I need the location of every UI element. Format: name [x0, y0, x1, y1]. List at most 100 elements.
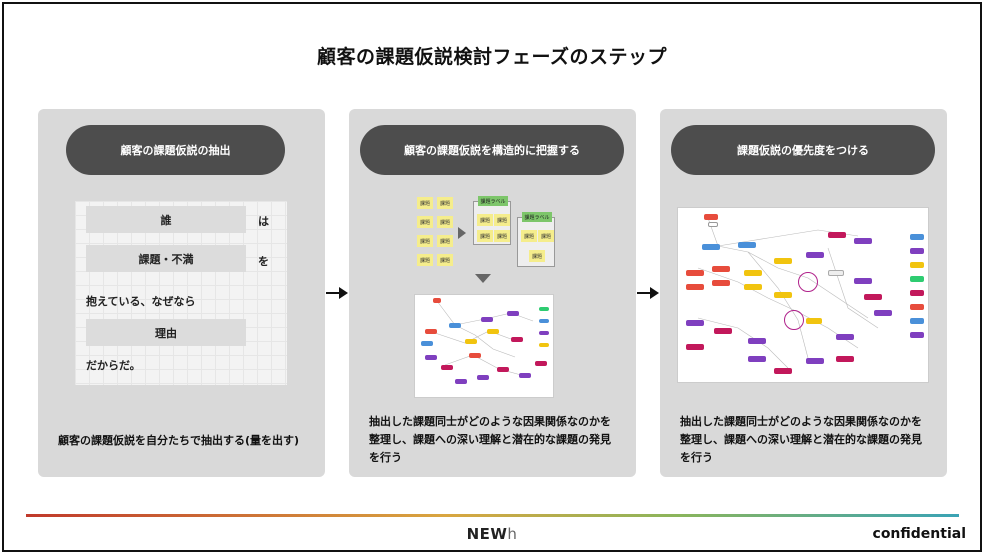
map-node — [704, 214, 718, 220]
map-node — [748, 338, 766, 344]
map-node — [507, 311, 519, 316]
sticky-note: 課題 — [417, 216, 433, 228]
template-particle-wo: を — [258, 255, 269, 268]
map-node — [708, 222, 718, 227]
map-node — [481, 317, 493, 322]
sticky-note: 課題 — [529, 250, 545, 262]
step-description-structure: 抽出した課題同士がどのような因果関係なのかを整理し、課題への深い理解と潜在的な課… — [369, 415, 611, 464]
legend-node — [910, 332, 924, 338]
step-heading-prioritize: 課題仮説の優先度をつける — [671, 125, 935, 175]
brand-logo-light: h — [507, 525, 518, 543]
legend-node — [910, 262, 924, 268]
legend-node — [910, 234, 924, 240]
priority-map-preview — [677, 207, 929, 383]
sticky-note: 課題 — [437, 216, 453, 228]
sticky-note: 課題 — [538, 230, 554, 242]
map-node — [774, 292, 792, 298]
map-node — [836, 334, 854, 340]
map-node — [686, 270, 704, 276]
priority-highlight-ring — [798, 272, 818, 292]
map-node — [539, 307, 549, 311]
map-node — [465, 339, 477, 344]
template-slot-reason: 理由 — [86, 319, 246, 346]
legend-node — [910, 248, 924, 254]
map-node — [441, 365, 453, 370]
map-node — [497, 367, 509, 372]
map-node — [539, 343, 549, 347]
step-description-prioritize: 抽出した課題同士がどのような因果関係なのかを整理し、課題への深い理解と潜在的な課… — [680, 415, 922, 464]
group-label: 課題ラベル — [478, 196, 508, 206]
map-node — [519, 373, 531, 378]
priority-map-links — [697, 217, 879, 369]
legend-node — [910, 290, 924, 296]
map-node — [828, 232, 846, 238]
map-node — [455, 379, 467, 384]
map-node — [686, 320, 704, 326]
template-slot-problem: 課題・不満 — [86, 245, 246, 272]
legend-node — [910, 318, 924, 324]
map-node — [535, 361, 547, 366]
sticky-note: 課題 — [417, 235, 433, 247]
map-node — [744, 270, 762, 276]
map-node — [539, 331, 549, 335]
step-panel-structure: 顧客の課題仮説を構造的に把握する 課題 課題 課題 課題 課題 課題 課題 課題… — [349, 109, 636, 477]
sticky-note: 課題 — [417, 254, 433, 266]
map-node — [686, 284, 704, 290]
map-node — [806, 252, 824, 258]
step-description-extract: 顧客の課題仮説を自分たちで抽出する(量を出す) — [58, 434, 300, 447]
map-node — [539, 319, 549, 323]
map-node — [806, 318, 822, 324]
map-node — [686, 344, 704, 350]
sticky-note: 課題 — [477, 230, 493, 242]
step-heading-structure: 顧客の課題仮説を構造的に把握する — [360, 125, 624, 175]
brand-logo: NEWh — [0, 525, 984, 543]
map-node — [854, 278, 872, 284]
slide-title: 顧客の課題仮説検討フェーズのステップ — [316, 46, 668, 68]
map-node — [487, 329, 499, 334]
step-panel-extract: 顧客の課題仮説の抽出 誰 は 課題・不満 を 抱えている、なぜなら 理由 だから… — [38, 109, 325, 477]
map-node — [511, 337, 523, 342]
map-node — [774, 258, 792, 264]
template-particle-ha: は — [258, 215, 269, 228]
sticky-note: 課題 — [437, 197, 453, 209]
play-down-icon — [475, 274, 491, 283]
map-node — [806, 358, 824, 364]
map-node — [874, 310, 892, 316]
map-node — [449, 323, 461, 328]
map-node — [712, 280, 730, 286]
hypothesis-template-card: 誰 は 課題・不満 を 抱えている、なぜなら 理由 だからだ。 — [75, 201, 287, 385]
legend-node — [910, 304, 924, 310]
causal-map-links — [434, 300, 534, 376]
map-node — [774, 368, 792, 374]
map-node — [433, 298, 441, 303]
step-heading-extract: 顧客の課題仮説の抽出 — [66, 125, 285, 175]
template-line-ending: だからだ。 — [86, 359, 141, 372]
map-node — [425, 355, 437, 360]
map-node — [421, 341, 433, 346]
map-node — [714, 328, 732, 334]
map-node — [712, 266, 730, 272]
brand-logo-bold: NEW — [466, 525, 508, 543]
confidential-label: confidential — [872, 526, 966, 542]
template-slot-who: 誰 — [86, 206, 246, 233]
sticky-note: 課題 — [437, 235, 453, 247]
group-label: 課題ラベル — [522, 212, 552, 222]
map-node — [477, 375, 489, 380]
sticky-note: 課題 — [494, 214, 510, 226]
arrow-right-icon — [326, 286, 348, 300]
map-node — [864, 294, 882, 300]
step-panel-prioritize: 課題仮説の優先度をつける — [660, 109, 947, 477]
legend-node — [910, 276, 924, 282]
map-node — [744, 284, 762, 290]
sticky-group: 課題ラベル 課題 課題 課題 — [517, 212, 555, 267]
template-line-because: 抱えている、なぜなら — [86, 295, 196, 308]
map-node — [702, 244, 720, 250]
arrow-right-icon — [637, 286, 659, 300]
map-node — [836, 356, 854, 362]
sticky-note: 課題 — [477, 214, 493, 226]
sticky-note: 課題 — [417, 197, 433, 209]
map-node — [828, 270, 844, 276]
map-node — [425, 329, 437, 334]
sticky-note: 課題 — [437, 254, 453, 266]
priority-highlight-ring — [784, 310, 804, 330]
